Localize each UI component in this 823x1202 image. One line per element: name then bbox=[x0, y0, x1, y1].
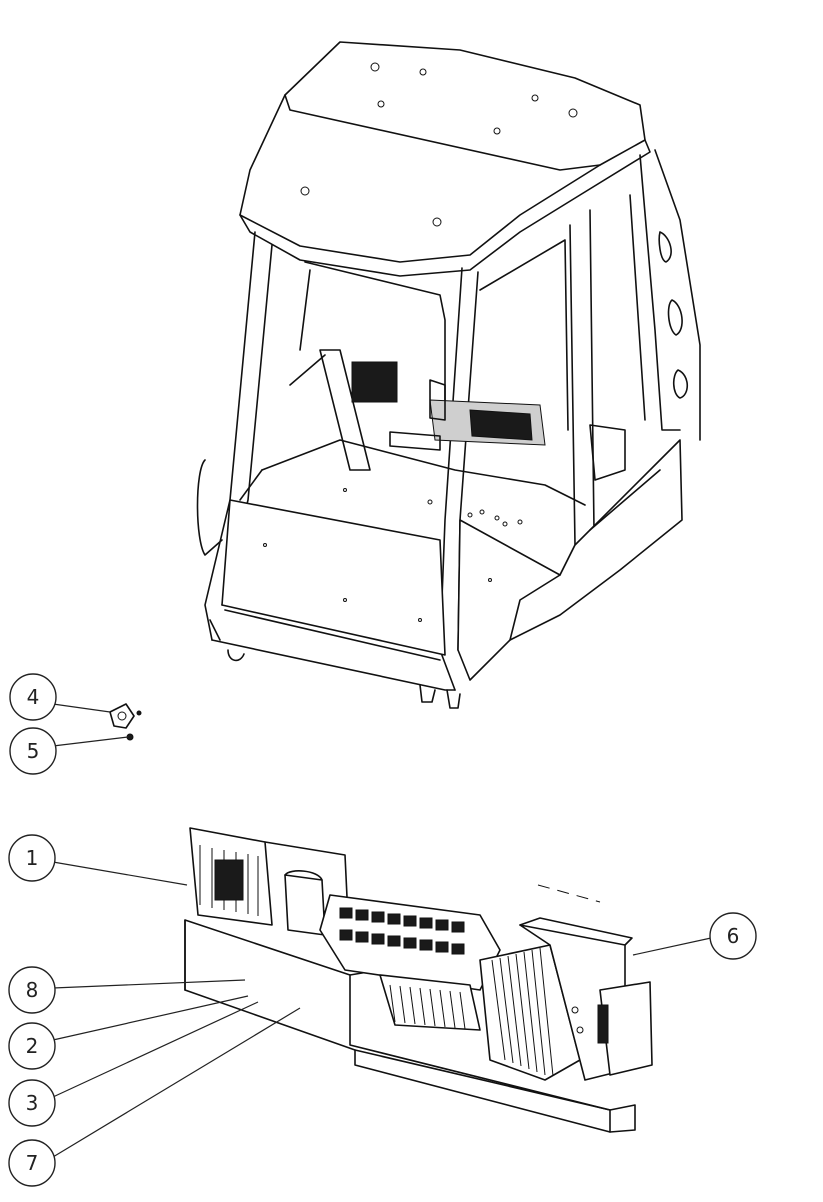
console-assembly bbox=[184, 827, 653, 1133]
callout-5-label: 5 bbox=[27, 739, 40, 763]
callout-3: 3 bbox=[8, 1079, 56, 1127]
callout-8-label: 8 bbox=[26, 978, 39, 1002]
callout-7: 7 bbox=[8, 1139, 56, 1187]
callout-1: 1 bbox=[8, 834, 56, 882]
callout-6-label: 6 bbox=[727, 924, 740, 948]
callout-6: 6 bbox=[709, 912, 757, 960]
callout-4-label: 4 bbox=[27, 685, 40, 709]
callout-2: 2 bbox=[8, 1022, 56, 1070]
mirror-bracket-part bbox=[109, 703, 142, 729]
callout-3-label: 3 bbox=[26, 1091, 39, 1115]
callout-4: 4 bbox=[9, 673, 57, 721]
callout-5: 5 bbox=[9, 727, 57, 775]
callout-7-label: 7 bbox=[26, 1151, 39, 1175]
leader-lines bbox=[52, 703, 712, 1158]
operator-cab bbox=[196, 41, 701, 709]
callout-2-label: 2 bbox=[26, 1034, 39, 1058]
callout-8: 8 bbox=[8, 966, 56, 1014]
callout-1-label: 1 bbox=[26, 846, 39, 870]
